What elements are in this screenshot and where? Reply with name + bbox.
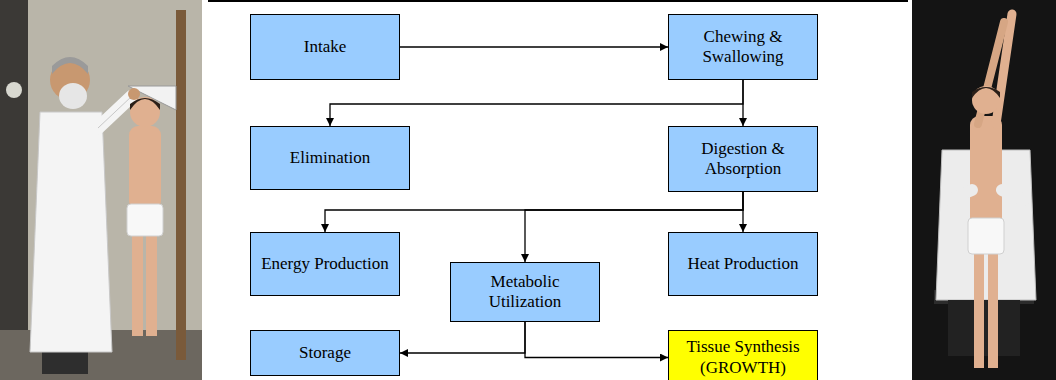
- process-box: Elimination: [250, 126, 410, 190]
- child-torso: [129, 126, 161, 210]
- process-box: Digestion & Absorption: [668, 126, 818, 192]
- box-label: Tissue Synthesis (GROWTH): [677, 337, 809, 378]
- process-box: Storage: [250, 330, 400, 376]
- child-torso: [970, 116, 1002, 226]
- wall-fixture: [6, 82, 22, 98]
- flow-arrow: [330, 80, 743, 126]
- box-label: Elimination: [290, 148, 370, 168]
- flow-arrow: [742, 80, 743, 126]
- doctor-holding-photo: [912, 0, 1056, 380]
- process-box: Metabolic Utilization: [450, 262, 600, 322]
- box-label: Energy Production: [261, 254, 389, 274]
- flow-arrow: [525, 322, 668, 358]
- process-box: Chewing & Swallowing: [668, 14, 818, 80]
- doctor-arm: [1002, 190, 1024, 200]
- doctor-arm: [98, 96, 132, 128]
- doctor-measuring-photo: [0, 0, 202, 380]
- stadiometer-pole: [176, 10, 186, 360]
- flow-arrow: [400, 46, 668, 47]
- child-leg: [988, 250, 998, 368]
- box-label: Intake: [304, 37, 346, 57]
- child-hair: [130, 98, 160, 110]
- process-box: Intake: [250, 14, 400, 80]
- flow-arrow: [400, 322, 525, 353]
- child-briefs: [968, 218, 1004, 254]
- doctor-hand: [128, 88, 140, 100]
- doctor-coat: [30, 112, 112, 352]
- flow-arrow: [742, 192, 743, 232]
- doctor-arm: [948, 190, 972, 200]
- process-box: Tissue Synthesis (GROWTH): [668, 330, 818, 380]
- child-leg: [146, 232, 157, 336]
- box-label: Chewing & Swallowing: [677, 27, 809, 68]
- wall: [0, 0, 202, 380]
- box-label: Metabolic Utilization: [459, 272, 591, 313]
- box-label: Heat Production: [688, 254, 799, 274]
- child-leg: [974, 250, 984, 368]
- doctor-beard: [59, 83, 87, 109]
- child-briefs: [127, 204, 163, 236]
- doctor-hair: [52, 57, 88, 74]
- doctor-arm-edge: [98, 96, 132, 128]
- flow-arrow: [325, 192, 743, 232]
- door-edge: [0, 0, 28, 380]
- box-label: Digestion & Absorption: [677, 139, 809, 180]
- process-box: Heat Production: [668, 232, 818, 296]
- panel-top-edge: [208, 0, 908, 2]
- dark-background: [912, 0, 1056, 380]
- child-hair: [972, 87, 1000, 98]
- box-label: Storage: [299, 343, 351, 363]
- child-head: [130, 97, 160, 127]
- child-head: [972, 86, 1000, 114]
- child-leg: [132, 232, 143, 336]
- process-box: Energy Production: [250, 232, 400, 296]
